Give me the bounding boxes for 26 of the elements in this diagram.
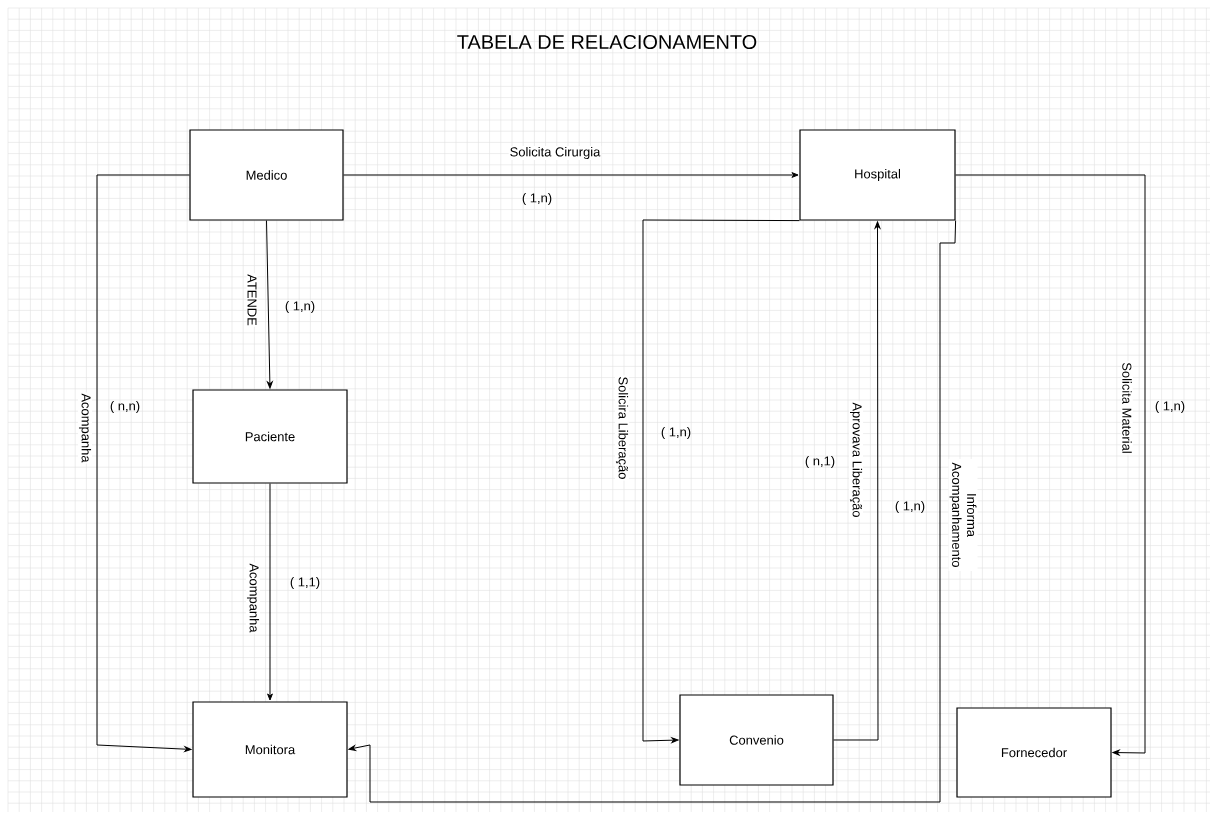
entity-box: Convenio [679, 694, 834, 786]
edge-label: ATENDE [246, 273, 258, 327]
arrow [642, 219, 800, 744]
arrow [348, 220, 957, 803]
edge-label: Informa Acompanhamento [948, 459, 978, 571]
entity-box: Hospital [799, 129, 956, 221]
cardinality-label: ( 1,n) [1155, 400, 1185, 414]
title: TABELA DE RELACIONAMENTO [457, 34, 757, 50]
entity-box: Medico [189, 129, 344, 221]
cardinality-label: ( 1,1) [290, 576, 320, 590]
arrow [955, 174, 1146, 756]
arrow [96, 174, 192, 752]
cardinality-label: ( n,1) [805, 455, 835, 469]
cardinality-label: ( 1,n) [895, 500, 925, 514]
cardinality-label: ( 1,n) [285, 300, 315, 314]
arrow [266, 220, 273, 389]
arrow [343, 172, 799, 178]
cardinality-label: ( 1,n) [661, 426, 691, 440]
entity-box: Fornecedor [956, 707, 1112, 798]
edge-label: Solicita Material [1121, 361, 1133, 455]
cardinality-label: ( n,n) [110, 400, 140, 414]
arrow [833, 221, 881, 741]
arrow [267, 483, 273, 701]
entity-box: Monitora [192, 701, 348, 798]
entity-box: Paciente [192, 389, 348, 484]
cardinality-label: ( 1,n) [522, 192, 552, 206]
